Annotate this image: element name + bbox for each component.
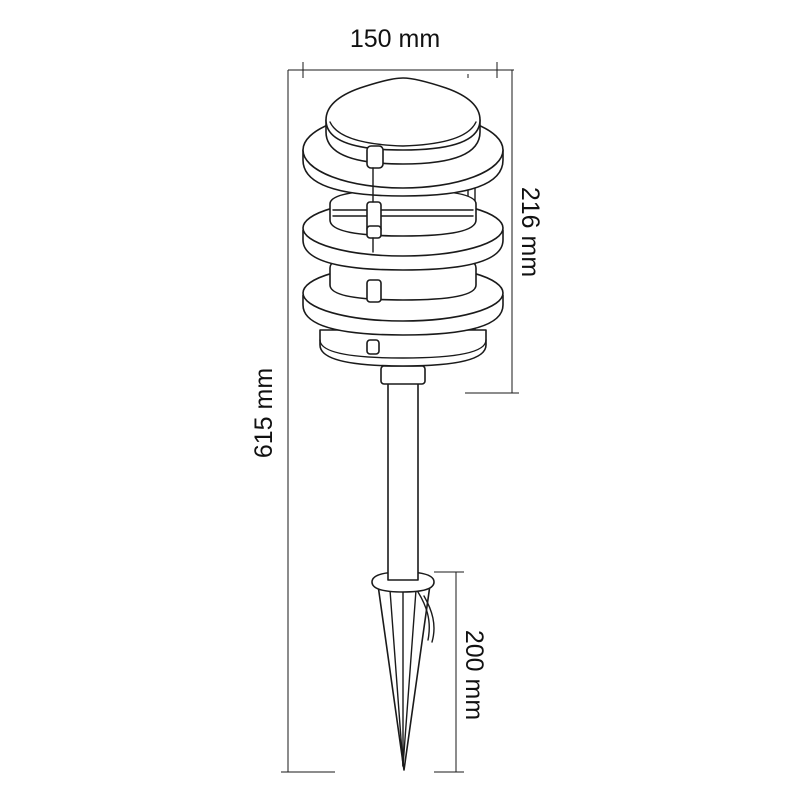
head-height-label: 216 mm: [516, 187, 544, 277]
spike-length-label: 200 mm: [460, 630, 488, 720]
rivets: [366, 145, 384, 355]
ground-spike: [377, 584, 435, 771]
cap-top: [325, 77, 481, 151]
total-height-label: 615 mm: [250, 368, 278, 458]
garden-pagoda-light-icon: [302, 77, 504, 771]
dimension-head-height: 216 mm: [465, 70, 544, 394]
pole-coupling: [380, 365, 426, 385]
width-label: 150 mm: [350, 25, 440, 53]
dimension-total-height: 615 mm: [250, 70, 335, 773]
dimension-width: 150 mm: [288, 25, 514, 78]
dimension-spike-length: 200 mm: [434, 571, 488, 773]
pole: [387, 377, 419, 581]
